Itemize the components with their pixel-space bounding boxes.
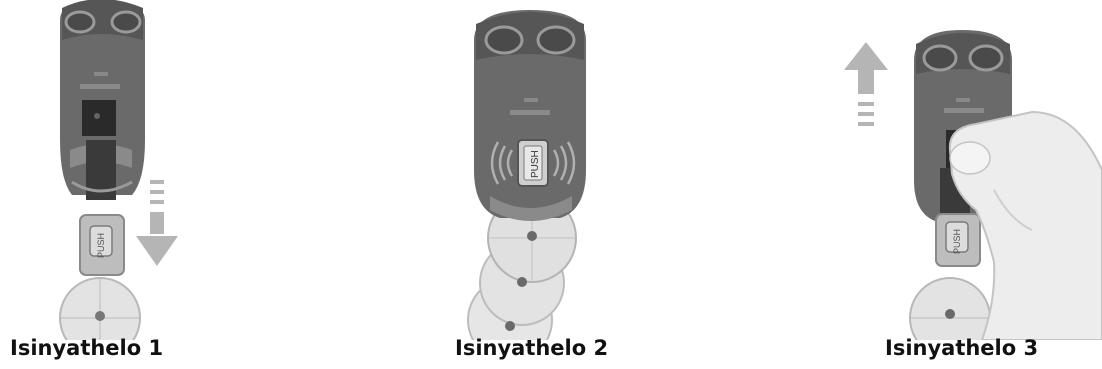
step-1-illustration: PUSH	[0, 0, 300, 340]
push-label: PUSH	[96, 233, 106, 258]
up-arrow-icon	[844, 42, 888, 126]
step-1-panel: PUSH Isinyathelo 1	[0, 0, 300, 369]
disc-part	[910, 278, 990, 340]
push-label: PUSH	[530, 150, 541, 178]
step-1-caption: Isinyathelo 1	[10, 336, 163, 360]
device-body	[60, 0, 145, 200]
step-2-illustration: PUSH	[400, 0, 700, 340]
push-label: PUSH	[952, 229, 962, 254]
down-arrow-icon	[136, 180, 178, 266]
step-3-caption: Isinyathelo 3	[885, 336, 1038, 360]
step-2-panel: PUSH Isinyathelo 2	[400, 0, 700, 369]
disc-part	[60, 278, 140, 340]
step-3-illustration: PUSH	[800, 0, 1102, 340]
step-2-caption: Isinyathelo 2	[455, 336, 608, 360]
step-3-panel: PUSH Isinyathelo 3	[800, 0, 1102, 369]
device-body	[474, 10, 586, 221]
